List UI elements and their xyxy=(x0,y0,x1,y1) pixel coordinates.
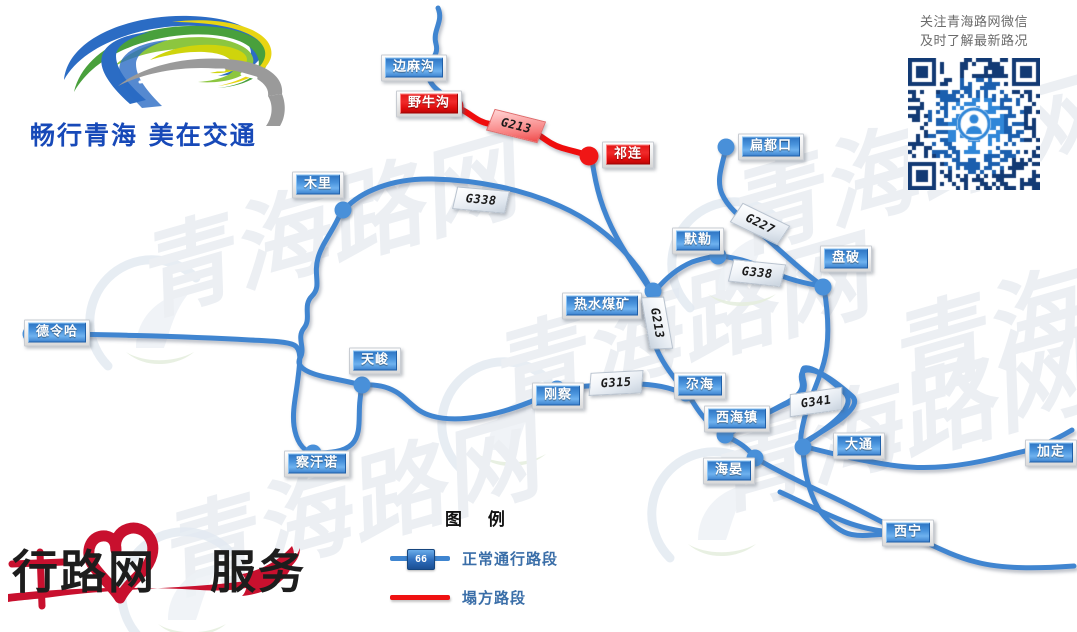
legend-symbol-blocked-road xyxy=(390,586,450,608)
node-qilian xyxy=(579,146,599,166)
road-muli-tianjun xyxy=(296,209,364,388)
place-label[interactable]: 热水煤矿 xyxy=(561,292,643,320)
place-label-text: 野牛沟 xyxy=(399,93,459,114)
route-shield: G338 xyxy=(452,186,510,214)
place-label[interactable]: 大通 xyxy=(832,432,886,460)
road-chahannuo-tianjun xyxy=(311,383,364,456)
wechat-qr-block: 关注青海路网微信 及时了解最新路况 xyxy=(889,14,1059,190)
place-label-text: 木里 xyxy=(295,174,341,195)
place-label-text: 大通 xyxy=(836,435,882,456)
legend-red-line xyxy=(390,595,450,600)
place-label-text: 加定 xyxy=(1028,442,1074,463)
qinghai-transport-logo: 畅行青海 美在交通 xyxy=(22,8,287,158)
place-label[interactable]: 西海镇 xyxy=(703,405,771,433)
road-xining-southeast xyxy=(907,532,1077,571)
place-label[interactable]: 天峻 xyxy=(348,347,402,375)
logo-slogan: 畅行青海 美在交通 xyxy=(30,121,257,150)
place-label-text: 察汗诺 xyxy=(287,453,347,474)
place-label[interactable]: 扁都口 xyxy=(737,133,805,161)
place-label[interactable]: 野牛沟 xyxy=(395,90,463,118)
place-label-text: 西宁 xyxy=(885,522,931,543)
node-datong xyxy=(794,438,812,456)
road-g341-main xyxy=(727,367,858,449)
node-muli xyxy=(334,201,352,219)
road-reshui-moule xyxy=(653,253,719,293)
place-label-text: 海晏 xyxy=(706,460,752,481)
place-label[interactable]: 察汗诺 xyxy=(283,450,351,478)
place-label[interactable]: 木里 xyxy=(291,171,345,199)
place-label-text: 扁都口 xyxy=(741,136,801,157)
legend-symbol-normal-road: 66 xyxy=(390,547,450,570)
legend-label-normal: 正常通行路段 xyxy=(462,549,559,568)
road-tianjun-gangcha xyxy=(361,382,557,422)
place-label-text: 边麻沟 xyxy=(384,57,444,78)
place-label-text: 德令哈 xyxy=(27,322,87,343)
place-label-text: 西海镇 xyxy=(707,408,767,429)
place-label[interactable]: 边麻沟 xyxy=(380,54,448,82)
heart-icon xyxy=(156,545,210,599)
place-label[interactable]: 默勒 xyxy=(671,227,725,255)
place-label[interactable]: 尕海 xyxy=(673,372,727,400)
place-label[interactable]: 加定 xyxy=(1024,439,1077,467)
service-brand-text-3: 服务 xyxy=(210,545,307,599)
legend-title: 图 例 xyxy=(445,510,515,530)
place-label[interactable]: 盘破 xyxy=(819,245,873,273)
node-tianjun xyxy=(353,376,371,394)
place-label[interactable]: 德令哈 xyxy=(23,319,91,347)
place-label-text: 尕海 xyxy=(677,375,723,396)
node-biandukou xyxy=(717,138,735,156)
qr-caption-line-2: 及时了解最新路况 xyxy=(919,33,1028,49)
place-label[interactable]: 海晏 xyxy=(702,457,756,485)
place-label-text: 热水煤矿 xyxy=(565,295,639,316)
legend-item-blocked: 塌方路段 xyxy=(390,586,650,608)
place-label-text: 祁连 xyxy=(605,144,651,165)
place-label-text: 天峻 xyxy=(352,350,398,371)
route-shield: G315 xyxy=(588,370,644,396)
legend-label-blocked: 塌方路段 xyxy=(462,588,527,607)
wechat-qr-code[interactable] xyxy=(908,57,1040,190)
node-panpo xyxy=(814,278,832,296)
service-brand-logo: 行路网 服务 xyxy=(4,508,304,628)
service-brand-text: 行路网 服务 xyxy=(12,536,306,602)
road-g338-north-arc xyxy=(342,176,655,295)
service-brand-text-2: 路网 xyxy=(60,545,156,599)
service-brand-text-1: 行 xyxy=(12,545,60,599)
route-shield-icon: 66 xyxy=(407,549,435,570)
legend-item-normal: 66 正常通行路段 xyxy=(390,547,650,570)
place-label[interactable]: 祁连 xyxy=(601,141,655,169)
road-delingha-east xyxy=(29,331,315,456)
place-label[interactable]: 刚察 xyxy=(531,382,585,410)
node-reshui xyxy=(644,282,662,300)
place-label-text: 盘破 xyxy=(823,248,869,269)
legend: 图 例 66 正常通行路段 塌方路段 xyxy=(390,505,650,625)
place-label-text: 默勒 xyxy=(675,230,721,251)
road-panpo-datong xyxy=(798,285,831,449)
qr-caption-line-1: 关注青海路网微信 xyxy=(919,15,1028,30)
place-label[interactable]: 西宁 xyxy=(881,519,935,547)
place-label-text: 刚察 xyxy=(535,385,581,406)
